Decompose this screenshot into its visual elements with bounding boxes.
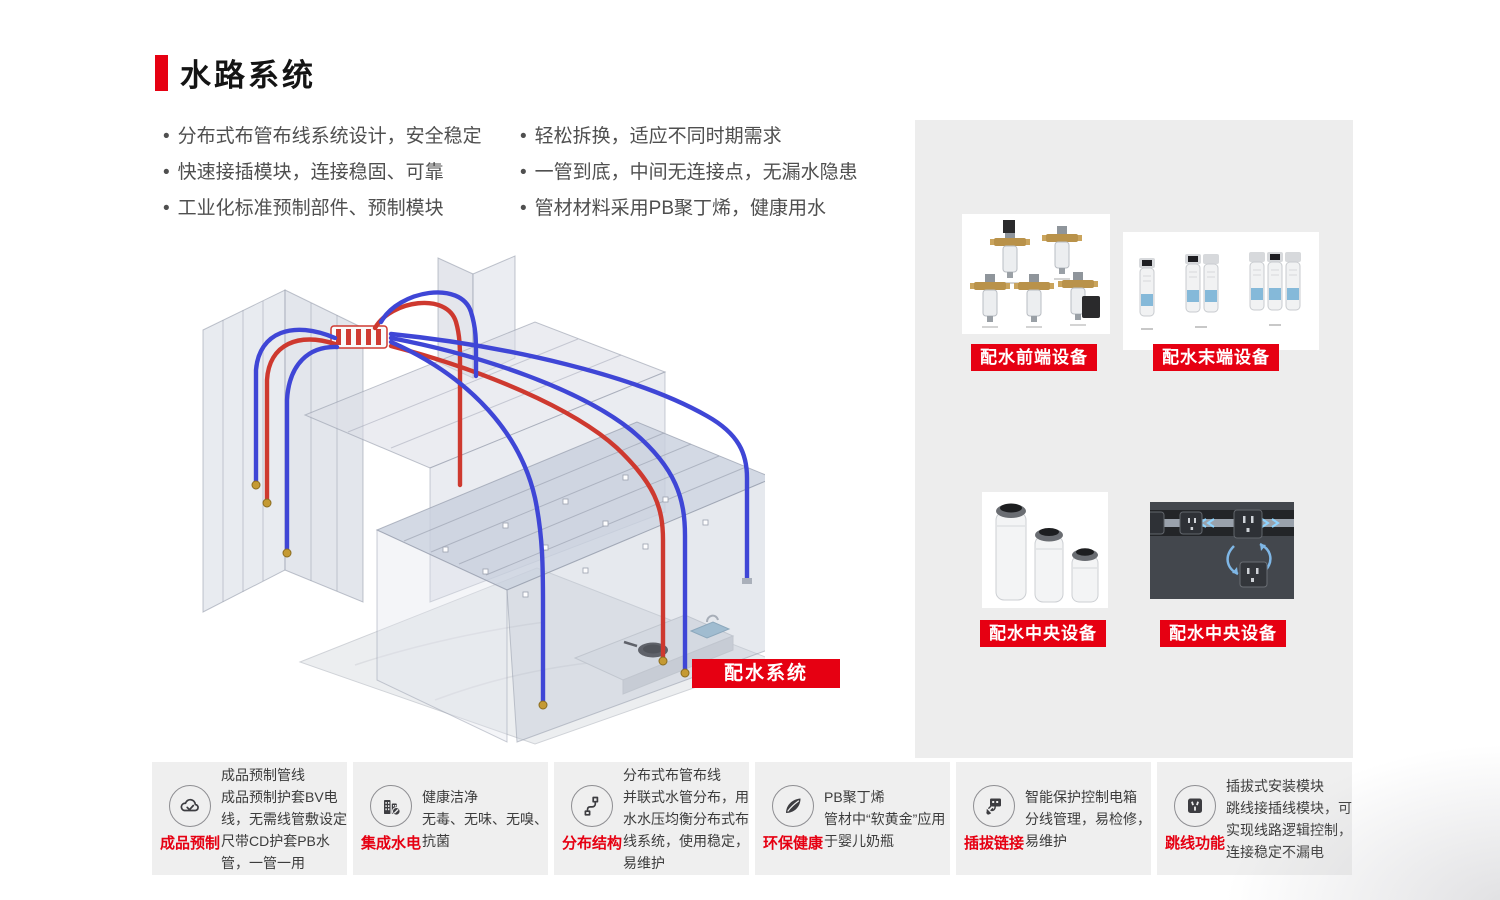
feature-card-prefab: 成品预制 成品预制管线 成品预制护套BV电线，无需线管敷设定尺带CD护套PB水管… bbox=[152, 762, 347, 875]
pipe-valves bbox=[251, 480, 752, 710]
plug-connect-icon bbox=[973, 784, 1015, 827]
feature-card-jumper: 跳线功能 插拔式安装模块 跳线接插线模块，可实现线路逻辑控制，连接稳定不漏电 bbox=[1157, 762, 1352, 875]
feature-label: 成品预制 bbox=[159, 834, 220, 852]
feature-title: PB聚丁烯 bbox=[824, 788, 885, 805]
feature-title: 插拔式安装模块 bbox=[1226, 777, 1324, 794]
feature-text: 成品预制管线 成品预制护套BV电线，无需线管敷设定尺带CD护套PB水管，一管一用 bbox=[221, 764, 347, 874]
feature-label: 环保健康 bbox=[762, 834, 823, 852]
feature-title: 成品预制管线 bbox=[221, 766, 305, 783]
product-label-front-end: 配水前端设备 bbox=[971, 344, 1097, 371]
feature-card-integrated: 集成水电 健康洁净 无毒、无味、无嗅、抗菌 bbox=[353, 762, 548, 875]
feature-body: 管材中“软黄金”应用于婴儿奶瓶 bbox=[824, 810, 946, 849]
feature-body: 跳线接插线模块，可实现线路逻辑控制，连接稳定不漏电 bbox=[1226, 799, 1352, 860]
prefilter-devices-image bbox=[962, 214, 1110, 334]
water-system-badge: 配水系统 bbox=[692, 659, 840, 688]
leaf-icon bbox=[772, 784, 814, 827]
feature-label: 分布结构 bbox=[561, 834, 622, 852]
feature-title: 智能保护控制电箱 bbox=[1025, 788, 1137, 805]
feature-text: 健康洁净 无毒、无味、无嗅、抗菌 bbox=[422, 786, 548, 852]
feature-body: 分线管理，易检修，易维护 bbox=[1025, 810, 1151, 849]
cloud-check-icon bbox=[169, 784, 211, 827]
central-tanks-image bbox=[982, 492, 1108, 608]
socket-track-image bbox=[1150, 502, 1294, 599]
manifold bbox=[330, 325, 388, 349]
feature-text: 插拔式安装模块 跳线接插线模块，可实现线路逻辑控制，连接稳定不漏电 bbox=[1226, 775, 1352, 863]
feature-body: 无毒、无味、无嗅、抗菌 bbox=[422, 810, 548, 849]
feature-title: 健康洁净 bbox=[422, 788, 478, 805]
pipe-route-icon bbox=[571, 784, 613, 827]
bullet-list-right: 轻松拆换，适应不同时期需求 一管到底，中间无连接点，无漏水隐患 管材材料采用PB… bbox=[520, 119, 858, 227]
feature-card-eco: 环保健康 PB聚丁烯 管材中“软黄金”应用于婴儿奶瓶 bbox=[755, 762, 950, 875]
feature-body: 并联式水管分布，用水水压均衡分布式布线系统，使用稳定，易维护 bbox=[623, 788, 749, 871]
socket-icon bbox=[1174, 784, 1216, 827]
feature-card-distribution: 分布结构 分布式布管布线 并联式水管分布，用水水压均衡分布式布线系统，使用稳定，… bbox=[554, 762, 749, 875]
page-header: 水路系统 bbox=[155, 50, 316, 95]
bullet-list-left: 分布式布管布线系统设计，安全稳定 快速接插模块，连接稳固、可靠 工业化标准预制部… bbox=[163, 119, 482, 227]
feature-label: 插拔链接 bbox=[963, 834, 1024, 852]
bullet-item: 快速接插模块，连接稳固、可靠 bbox=[163, 155, 482, 191]
products-panel: 配水前端设备 配水末端设备 bbox=[915, 120, 1353, 758]
bullet-item: 轻松拆换，适应不同时期需求 bbox=[520, 119, 858, 155]
feature-body: 成品预制护套BV电线，无需线管敷设定尺带CD护套PB水管，一管一用 bbox=[221, 788, 347, 871]
feature-label: 集成水电 bbox=[360, 834, 421, 852]
feature-label: 跳线功能 bbox=[1164, 834, 1225, 852]
product-label-terminal: 配水末端设备 bbox=[1153, 344, 1279, 371]
piping-3d-svg bbox=[202, 255, 765, 745]
building-walls-group bbox=[202, 255, 765, 745]
bullet-item: 管材材料采用PB聚丁烯，健康用水 bbox=[520, 191, 858, 227]
product-label-central-1: 配水中央设备 bbox=[980, 620, 1106, 647]
integrated-buildings-icon bbox=[370, 784, 412, 827]
feature-card-plug: 插拔链接 智能保护控制电箱 分线管理，易检修，易维护 bbox=[956, 762, 1151, 875]
bullet-item: 工业化标准预制部件、预制模块 bbox=[163, 191, 482, 227]
feature-title: 分布式布管布线 bbox=[623, 766, 721, 783]
feature-cards: 成品预制 成品预制管线 成品预制护套BV电线，无需线管敷设定尺带CD护套PB水管… bbox=[152, 762, 1352, 875]
feature-text: 智能保护控制电箱 分线管理，易检修，易维护 bbox=[1025, 786, 1151, 852]
ceiling-hangers-group bbox=[442, 474, 709, 598]
bullet-item: 一管到底，中间无连接点，无漏水隐患 bbox=[520, 155, 858, 191]
product-label-central-2: 配水中央设备 bbox=[1160, 620, 1286, 647]
page-title: 水路系统 bbox=[180, 58, 316, 93]
piping-3d-illustration bbox=[185, 250, 765, 745]
terminal-filters-image bbox=[1123, 232, 1319, 350]
cold-pipes bbox=[253, 290, 750, 705]
feature-text: 分布式布管布线 并联式水管分布，用水水压均衡分布式布线系统，使用稳定，易维护 bbox=[623, 764, 749, 874]
bullet-item: 分布式布管布线系统设计，安全稳定 bbox=[163, 119, 482, 155]
feature-text: PB聚丁烯 管材中“软黄金”应用于婴儿奶瓶 bbox=[824, 786, 950, 852]
title-accent-bar bbox=[155, 54, 168, 91]
